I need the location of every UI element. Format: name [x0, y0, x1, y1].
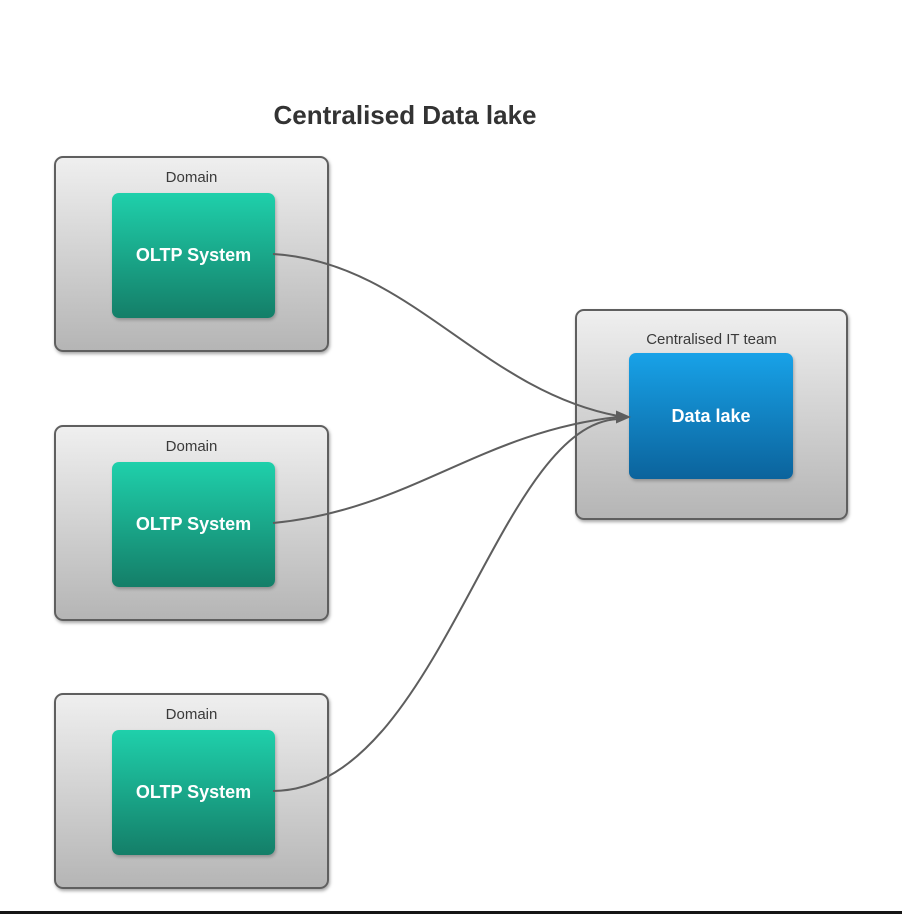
domain-label: Domain [165, 169, 218, 186]
central-it-team-label: Centralised IT team [646, 331, 777, 348]
domain-label: Domain [165, 438, 218, 455]
domain-label: Domain [165, 706, 218, 723]
central-it-team-box: Centralised IT team Data lake [575, 309, 848, 520]
domain-box-3: Domain OLTP System [54, 693, 329, 889]
oltp-system-node-1: OLTP System [112, 193, 275, 318]
diagram-title: Centralised Data lake [273, 100, 537, 130]
data-lake-node: Data lake [629, 353, 793, 479]
domain-box-1: Domain OLTP System [54, 156, 329, 352]
page-boundary-line [0, 911, 902, 914]
oltp-system-node-2: OLTP System [112, 462, 275, 587]
oltp-system-node-3: OLTP System [112, 730, 275, 855]
domain-box-2: Domain OLTP System [54, 425, 329, 621]
